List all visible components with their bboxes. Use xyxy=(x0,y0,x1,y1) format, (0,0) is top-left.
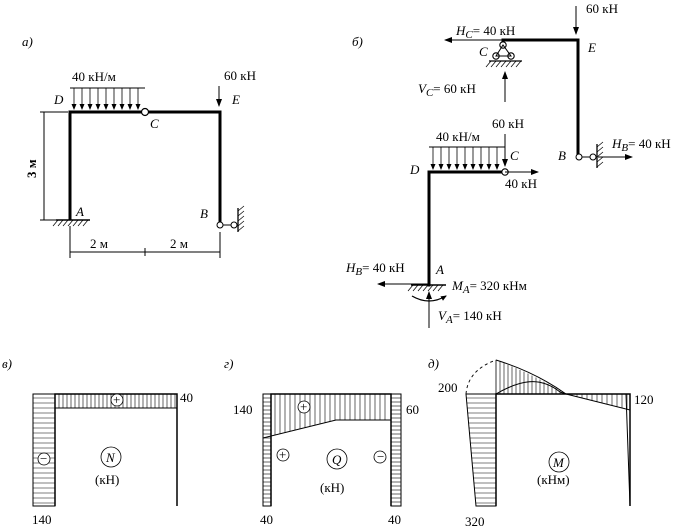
m-top-curve xyxy=(495,359,567,395)
dim-left-label: 2 м xyxy=(90,236,108,251)
load-q-label-b: 40 кН/м xyxy=(436,129,480,144)
load-p-label-b: 60 кН xyxy=(492,116,524,131)
q-sign-top-text: + xyxy=(300,399,307,414)
panel-b: б) HC= 40 кН C VC= 60 кН 60 кН E B xyxy=(345,1,671,328)
fixed-support-a xyxy=(52,219,90,227)
n-val-right: 40 xyxy=(180,390,193,405)
q-sign-top xyxy=(297,400,311,414)
n-unit: (кН) xyxy=(95,472,119,487)
fixed-support-a-b xyxy=(407,284,446,292)
q-val-right: 60 xyxy=(406,402,419,417)
q-sign-left xyxy=(276,448,290,462)
m-symbol: M xyxy=(552,455,565,470)
m-val-right: 120 xyxy=(634,392,654,407)
force-c-label: 40 кН xyxy=(505,176,537,191)
hc-label: HC= 40 кН xyxy=(455,23,515,41)
q-frame-axis xyxy=(270,393,392,506)
distributed-load-a: 40 кН/м xyxy=(70,69,145,110)
frame-b-lower xyxy=(427,170,507,287)
n-val-bottom: 140 xyxy=(32,512,52,527)
n-sign-left-text: − xyxy=(40,451,47,466)
q-sign-right xyxy=(373,450,387,464)
point-d-b: D xyxy=(409,162,420,177)
m-dashed-curve xyxy=(465,359,497,395)
point-b-a: B xyxy=(200,206,208,221)
n-symbol: N xyxy=(105,450,116,465)
n-sign-top-text: + xyxy=(113,392,120,407)
m-frame-axis xyxy=(495,393,631,506)
diagram-n: в) + − N (кН) 40 140 xyxy=(2,356,193,527)
point-c-a: C xyxy=(150,116,159,131)
hb-left-label: HB= 40 кН xyxy=(345,260,405,278)
q-val-left: 140 xyxy=(233,402,253,417)
diagram-q: г) + + − Q (кН) 140 60 40 40 xyxy=(224,356,419,527)
roller-support-b-b xyxy=(575,141,604,168)
dimension-width-a: 2 м 2 м xyxy=(69,226,221,258)
frame-b-upper xyxy=(501,38,580,157)
panel-a-label: а) xyxy=(22,34,33,49)
va-label: VA= 140 кН xyxy=(438,308,502,326)
point-a-b: A xyxy=(435,262,444,277)
panel-b-label: б) xyxy=(352,34,363,49)
panel-a: а) 40 кН/м 60 кН D C E A B xyxy=(22,34,256,258)
n-sign-top xyxy=(110,393,124,407)
panel-g-label: г) xyxy=(224,356,233,371)
n-left-area xyxy=(32,393,56,507)
load-p-label-a: 60 кН xyxy=(224,68,256,83)
q-top-area xyxy=(262,393,392,439)
dim-height-label: 3 м xyxy=(24,159,39,178)
q-sign-left-text: + xyxy=(279,447,286,462)
q-sign-right-text: − xyxy=(377,449,384,464)
roller-support-b-a xyxy=(216,205,245,232)
m-symbol-circle xyxy=(548,451,570,473)
m-top-area-neg xyxy=(565,393,631,411)
point-c-top-b: C xyxy=(479,44,488,59)
distributed-load-b: 40 кН/м xyxy=(429,129,505,170)
q-val-bottom-left: 40 xyxy=(260,512,273,527)
m-val-left: 200 xyxy=(438,380,458,395)
dim-right-label: 2 м xyxy=(170,236,188,251)
point-e-b: E xyxy=(587,40,596,55)
q-symbol-circle xyxy=(326,448,348,470)
load-q-label-a: 40 кН/м xyxy=(72,69,116,84)
m-top-area-pos xyxy=(494,381,567,395)
load-p-top-label-b: 60 кН xyxy=(586,1,618,16)
vc-label: VC= 60 кН xyxy=(418,81,476,99)
diagram-m: д) M (кНм) 200 120 320 xyxy=(428,356,654,529)
q-unit: (кН) xyxy=(320,480,344,495)
n-symbol-circle xyxy=(100,446,122,468)
n-sign-left xyxy=(37,452,51,466)
point-e-a: E xyxy=(231,92,240,107)
q-symbol: Q xyxy=(332,452,342,467)
point-c-b: C xyxy=(510,148,519,163)
m-val-bottom: 320 xyxy=(465,514,485,529)
panel-v-label: в) xyxy=(2,356,12,371)
point-a-a: A xyxy=(75,204,84,219)
panel-d-label: д) xyxy=(428,356,439,371)
m-unit: (кНм) xyxy=(537,472,570,487)
q-val-bottom-right: 40 xyxy=(388,512,401,527)
hb-right-label: HB= 40 кН xyxy=(611,136,671,154)
ma-label: MA= 320 кНм xyxy=(451,278,527,296)
frame-a xyxy=(68,110,222,224)
point-d-a: D xyxy=(53,92,64,107)
dimension-height-a: 3 м xyxy=(24,111,68,221)
hinge-c-support xyxy=(485,41,522,68)
hinge-c-a xyxy=(140,107,150,117)
m-left-area xyxy=(465,393,497,507)
point-b-b: B xyxy=(558,148,566,163)
